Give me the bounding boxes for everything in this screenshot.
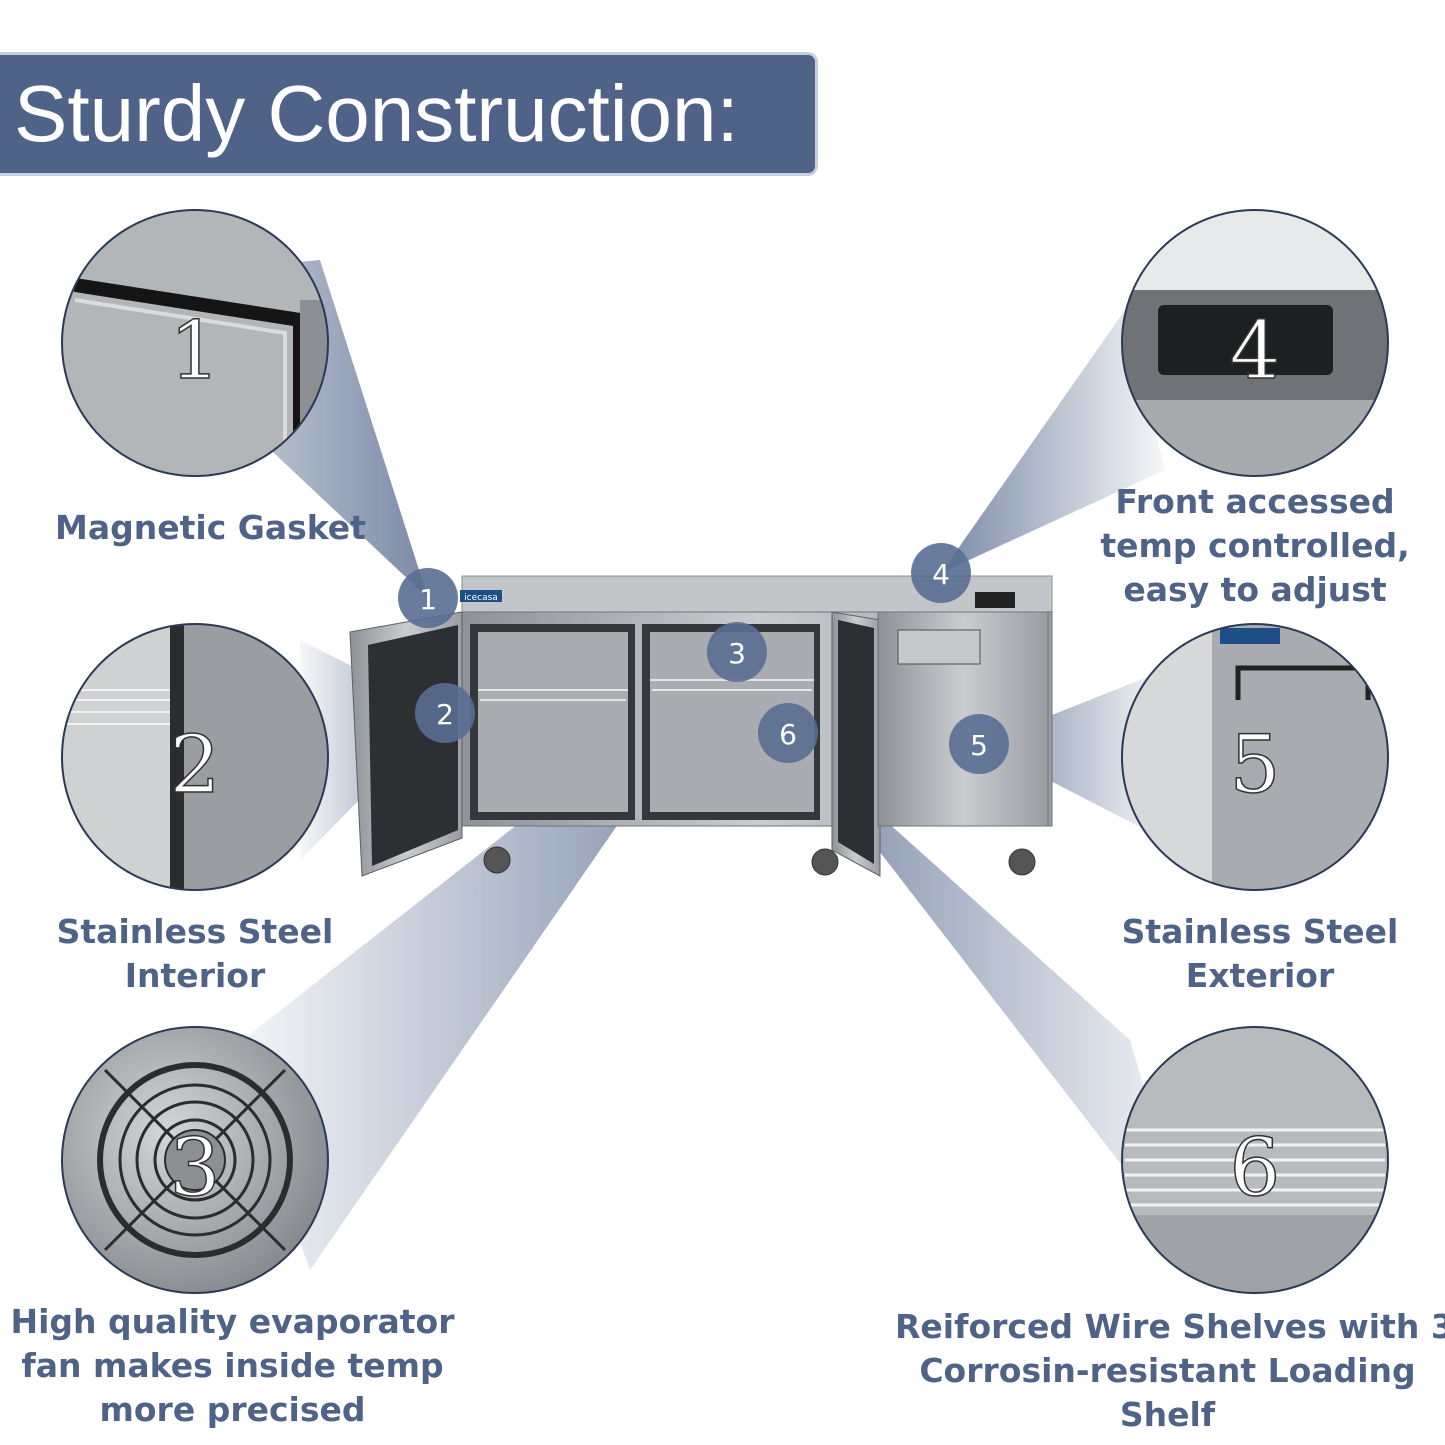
- title-banner: Sturdy Construction:: [0, 52, 818, 176]
- page-title: Sturdy Construction:: [14, 69, 739, 158]
- feature-label-1: Magnetic Gasket: [55, 508, 366, 547]
- svg-text:6: 6: [779, 718, 797, 751]
- svg-text:6: 6: [1230, 1121, 1281, 1214]
- feature-label-3: High quality evaporator fan makes inside…: [10, 1302, 455, 1429]
- brand-label: icecasa: [464, 593, 498, 603]
- marker-4: 4: [911, 543, 971, 603]
- detail-circle-2: 2: [61, 623, 329, 891]
- detail-circle-4: 4: [1121, 209, 1389, 477]
- svg-text:4: 4: [932, 558, 950, 591]
- marker-5: 5: [949, 714, 1009, 774]
- svg-text:5: 5: [970, 729, 988, 762]
- marker-1: 1: [398, 568, 458, 628]
- svg-text:2: 2: [436, 698, 454, 731]
- svg-text:3: 3: [170, 1121, 221, 1214]
- svg-text:1: 1: [170, 304, 221, 397]
- detail-circle-6: 6: [1121, 1026, 1389, 1294]
- beam-6: [788, 733, 1195, 1260]
- feature-label-5: Stainless Steel Exterior: [1121, 912, 1399, 995]
- marker-3: 3: [707, 622, 767, 682]
- marker-6: 6: [758, 703, 818, 763]
- svg-text:5: 5: [1230, 718, 1281, 811]
- svg-text:2: 2: [170, 718, 221, 811]
- markers: 1 2 3 4 5 6: [398, 543, 1009, 774]
- feature-label-4: Front accessed temp controlled, easy to …: [1100, 482, 1410, 609]
- svg-text:4: 4: [1230, 304, 1281, 397]
- detail-circle-1: 1: [61, 209, 329, 477]
- feature-label-2: Stainless Steel Interior: [56, 912, 334, 995]
- marker-2: 2: [415, 683, 475, 743]
- beam-5: [979, 670, 1165, 840]
- detail-circle-3: 3: [61, 1026, 329, 1294]
- beam-4: [941, 310, 1165, 573]
- svg-text:1: 1: [419, 583, 437, 616]
- feature-label-6: Reiforced Wire Shelves with 3 Corrosin-r…: [895, 1307, 1445, 1434]
- svg-text:3: 3: [728, 637, 746, 670]
- detail-circle-5: 5: [1121, 623, 1389, 891]
